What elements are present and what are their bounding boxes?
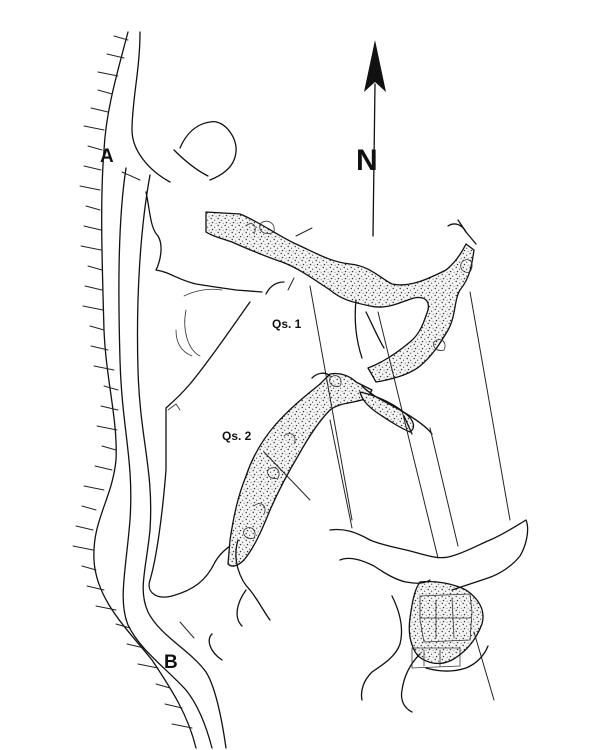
cliff-hachure <box>94 465 113 471</box>
cliff-hachure <box>80 245 102 251</box>
section-ab-marks <box>121 171 195 639</box>
cliff-hachure <box>95 605 117 611</box>
cliff-hachure <box>171 723 193 729</box>
passage-south-end <box>408 580 484 665</box>
cliff-hachure <box>81 565 97 571</box>
passage-main-upper <box>205 211 475 383</box>
cliff-hachure <box>86 585 105 591</box>
cliff-hachure <box>83 125 105 131</box>
cliff-hachure <box>72 545 94 551</box>
cliff-hachure <box>83 485 105 491</box>
cliff-hachure <box>90 107 109 113</box>
section-1-label: Qs. 1 <box>272 317 302 331</box>
cliff-hachure <box>137 663 159 669</box>
cliff-hachure <box>81 505 97 511</box>
cliff-hachure <box>87 145 103 151</box>
lower-terrain <box>329 519 529 713</box>
cliff-hachure <box>115 623 131 629</box>
cliff-hachure <box>97 89 113 95</box>
cliff-hachure <box>101 445 117 451</box>
passage-main-diagonal <box>227 372 373 567</box>
cliff-hachure <box>85 205 101 211</box>
cave-passages <box>205 211 484 665</box>
cliff-hachure <box>83 225 102 231</box>
cliff-hachure <box>89 325 105 331</box>
cliff-hachure <box>126 643 145 649</box>
point-b-label: B <box>164 652 178 673</box>
cliff-hachure <box>87 265 103 271</box>
cliff-hachure <box>75 525 94 531</box>
cliff-hachure <box>164 703 183 709</box>
cliff-hachure <box>82 305 104 311</box>
point-a-label: A <box>100 146 114 167</box>
cliff-hachure <box>103 385 119 391</box>
path-band <box>118 31 227 749</box>
cliff-hachure <box>113 35 129 41</box>
north-label: N <box>356 144 378 177</box>
cliff-hachure <box>93 365 115 371</box>
cliff-hachure <box>100 405 119 411</box>
cliff-hachure <box>84 285 103 291</box>
cliff-hachure <box>90 345 109 351</box>
cliff-hachure <box>96 425 118 431</box>
cliff-hachure <box>79 185 101 191</box>
section-2-label: Qs. 2 <box>222 429 252 443</box>
cliff-hachure <box>106 53 125 59</box>
passage-walls <box>173 120 477 627</box>
cliff-edge <box>72 31 197 749</box>
cliff-hachure <box>83 165 102 171</box>
cliff-hachure <box>97 71 119 77</box>
doline-rim <box>145 191 263 598</box>
cliff-hachure <box>155 683 171 689</box>
passage-side-branch <box>359 391 415 433</box>
north-arrow: N <box>356 40 386 237</box>
section-lines <box>263 227 511 701</box>
